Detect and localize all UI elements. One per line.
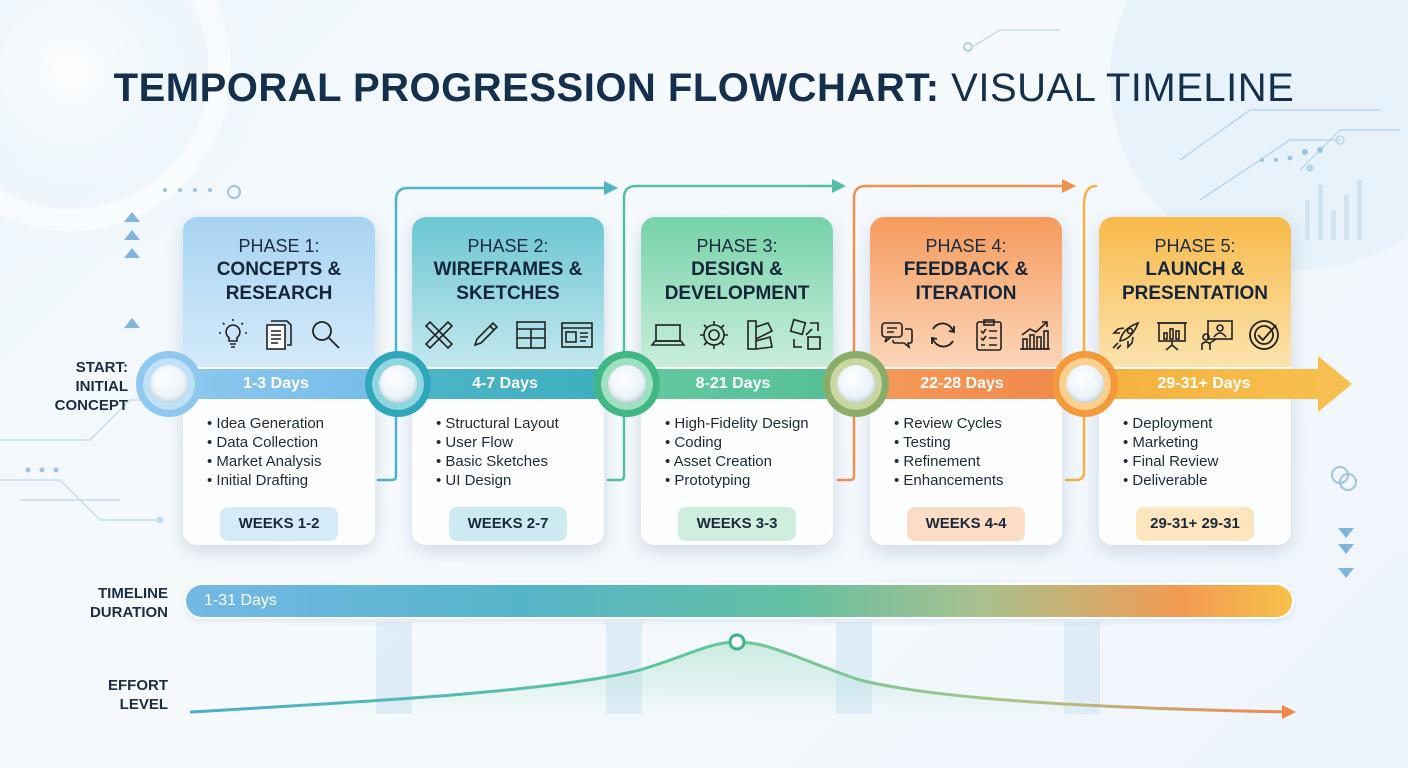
milestone-node-5 [1052,351,1118,417]
task-item: User Flow [436,433,559,452]
title-light: VISUAL TIMELINE [951,66,1295,110]
documents-icon [266,320,292,350]
task-item: Asset Creation [665,452,809,471]
effort-level-label: EFFORT LEVEL [108,677,168,713]
effort-area [190,642,1290,716]
phase-title: CONCEPTS & RESEARCH [216,259,342,304]
phase-title: DESIGN & DEVELOPMENT [664,259,810,304]
milestone-node-3 [594,351,660,417]
laptop-icon [650,324,686,346]
weeks-badge: WEEKS 4-4 [907,507,1025,541]
task-list: Idea Generation Data Collection Market A… [207,414,324,490]
target-check-icon [1249,320,1279,350]
task-item: Idea Generation [207,414,324,433]
pencil-icon [473,321,499,347]
task-item: Marketing [1123,433,1218,452]
task-item: Deliverable [1123,471,1218,490]
page-title: TEMPORAL PROGRESSION FLOWCHART: VISUAL T… [0,66,1408,111]
task-item: Deployment [1123,414,1218,433]
weeks-badge: WEEKS 2-7 [449,507,567,541]
task-item: Enhancements [894,471,1003,490]
title-bold: TEMPORAL PROGRESSION FLOWCHART: [113,66,940,110]
task-item: Review Cycles [894,414,1004,433]
ruler-pencil-icon [424,320,454,350]
connector-arrow-3-4 [836,184,1072,482]
task-item: Initial Drafting [207,471,324,490]
task-list: Deployment Marketing Final Review Delive… [1123,414,1218,490]
task-item: Basic Sketches [436,452,559,471]
phase-duration-2: 4-7 Days [400,369,610,399]
phase-number: PHASE 2: [467,236,549,256]
layout-grid-icon [516,321,546,349]
phase-duration-4: 22-28 Days [857,369,1067,399]
effort-arrowhead [1282,705,1296,719]
chat-bubbles-icon [881,322,913,350]
phase-title: LAUNCH & PRESENTATION [1121,259,1269,304]
milestone-node-2 [365,351,431,417]
connector-arrow-4-5 [1064,184,1098,482]
task-item: Structural Layout [436,414,558,433]
milestone-node-start [136,351,202,417]
weeks-badge: WEEKS 3-3 [678,507,796,541]
task-list: Review Cycles Testing Refinement Enhance… [894,414,1004,490]
phase-duration-3: 8-21 Days [628,369,838,399]
task-item: Refinement [894,452,1004,471]
task-list: Structural Layout User Flow Basic Sketch… [436,414,559,490]
task-item: Coding [665,433,809,452]
rocket-icon [1112,321,1140,350]
phase-number: PHASE 4: [925,236,1007,256]
weeks-badge: 29-31+ 29-31 [1136,507,1254,541]
start-label: START: INITIAL CONCEPT [54,359,128,414]
components-icon [789,318,821,350]
task-item: UI Design [436,471,559,490]
connector-arrow-1-2 [376,186,614,482]
task-item: Prototyping [665,471,809,490]
growth-chart-icon [1020,321,1050,350]
phase-duration-5: 29-31+ Days [1086,369,1322,399]
task-item: Testing [894,433,1004,452]
phase-number: PHASE 1: [238,236,320,256]
phase-number: PHASE 5: [1154,236,1236,256]
task-item: High-Fidelity Design [665,414,808,433]
phase-title: WIREFRAMES & SKETCHES [433,259,583,304]
phase-duration-1: 1-3 Days [170,369,382,399]
task-list: High-Fidelity Design Coding Asset Creati… [665,414,809,490]
checklist-icon [976,319,1002,351]
phase-number: PHASE 3: [696,236,778,256]
presenter-icon [1201,320,1233,350]
phase-title: FEEDBACK & ITERATION [903,259,1029,304]
timeline-duration-bar: 1-31 Days [186,585,1292,617]
weeks-badge: WEEKS 1-2 [220,507,338,541]
task-item: Market Analysis [207,452,324,471]
lightbulb-icon [219,319,247,348]
task-item: Final Review [1123,452,1218,471]
effort-peak-marker [728,633,746,651]
refresh-cycle-icon [931,322,955,348]
gear-icon [700,321,728,349]
timeline-arrowhead [1318,356,1352,412]
connector-arrow-2-3 [606,184,842,482]
timeline-duration-label: TIMELINE DURATION [89,585,168,621]
timeline-duration-text: 1-31 Days [204,592,277,609]
browser-wireframe-icon [561,322,593,348]
presentation-board-icon [1157,322,1187,351]
milestone-node-4 [823,351,889,417]
task-item: Data Collection [207,433,324,452]
color-swatch-icon [747,320,774,350]
magnifier-icon [312,321,340,349]
